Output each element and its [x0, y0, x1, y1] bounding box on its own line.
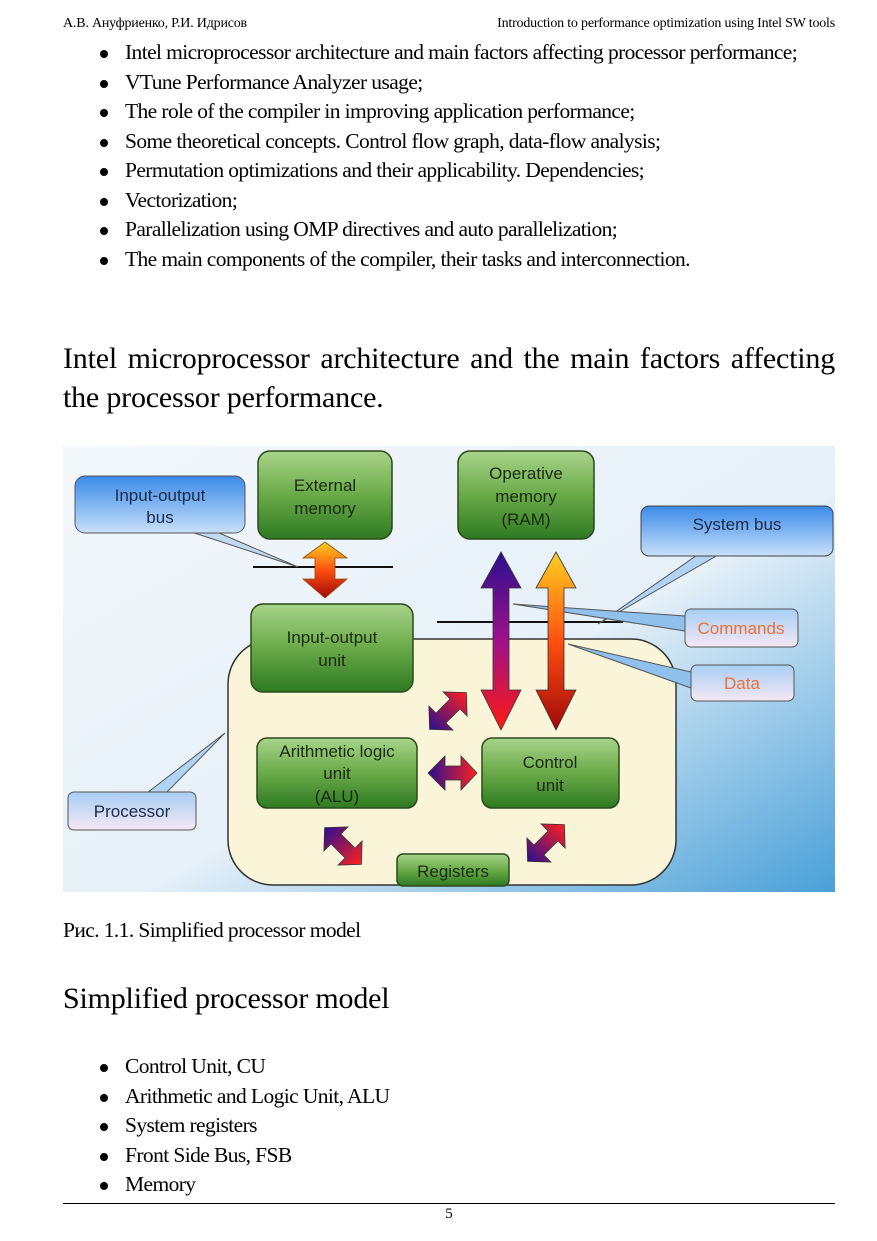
page-number: 5: [445, 1206, 453, 1222]
list-item: The main components of the compiler, the…: [63, 245, 835, 275]
ram-commands-arrow-icon: [480, 551, 522, 731]
header-authors: А.В. Ануфриенко, Р.И. Идрисов: [63, 16, 247, 31]
io-bus-label-1: Input-output: [115, 486, 206, 505]
alu-label-1: Arithmetic logic: [279, 742, 395, 761]
list-item: Front Side Bus, FSB: [63, 1141, 835, 1171]
registers-label: Registers: [417, 862, 489, 881]
topics-list: Intel microprocessor architecture and ma…: [63, 38, 835, 274]
alu-label-2: unit: [323, 764, 351, 783]
list-item: Memory: [63, 1170, 835, 1200]
ram-data-arrow-icon: [535, 551, 577, 731]
registers-box: Registers: [396, 853, 510, 887]
list-item: Vectorization;: [63, 186, 835, 216]
ram-label-3: (RAM): [501, 510, 550, 529]
list-item: System registers: [63, 1111, 835, 1141]
processor-label: Processor: [94, 802, 171, 821]
commands-label: Commands: [698, 619, 785, 638]
system-bus-callout: System bus: [597, 505, 834, 625]
footer-divider: [63, 1203, 835, 1204]
external-memory-label-1: External: [294, 476, 356, 495]
section-heading: Intel microprocessor architecture and th…: [63, 342, 835, 414]
list-item: Permutation optimizations and their appl…: [63, 156, 835, 186]
alu-label-3: (ALU): [315, 787, 359, 806]
list-item: Intel microprocessor architecture and ma…: [63, 38, 835, 68]
ram-label-1: Operative: [489, 464, 563, 483]
io-bus-callout: Input-output bus: [74, 475, 299, 568]
external-memory-box: External memory: [257, 450, 393, 540]
list-item: Arithmetic and Logic Unit, ALU: [63, 1082, 835, 1112]
external-memory-label-2: memory: [294, 499, 356, 518]
subheading: Simplified processor model: [63, 982, 390, 1015]
components-list: Control Unit, CU Arithmetic and Logic Un…: [63, 1052, 835, 1200]
list-item: Control Unit, CU: [63, 1052, 835, 1082]
ram-label-2: memory: [495, 487, 557, 506]
io-unit-box: Input-output unit: [250, 603, 414, 693]
data-callout: Data: [567, 643, 795, 702]
io-unit-exchange-arrow-icon: [428, 691, 468, 731]
alu-box: Arithmetic logic unit (ALU): [256, 737, 418, 809]
control-unit-label-1: Control: [523, 753, 578, 772]
io-unit-label-2: unit: [318, 651, 346, 670]
header-title: Introduction to performance optimization…: [497, 16, 835, 31]
control-unit-box: Control unit: [481, 737, 620, 809]
list-item: Parallelization using OMP directives and…: [63, 215, 835, 245]
control-unit-label-2: unit: [536, 776, 564, 795]
list-item: VTune Performance Analyzer usage;: [63, 68, 835, 98]
processor-callout: Processor: [67, 732, 226, 831]
system-bus-label: System bus: [693, 515, 782, 534]
list-item: The role of the compiler in improving ap…: [63, 97, 835, 127]
list-item: Some theoretical concepts. Control flow …: [63, 127, 835, 157]
io-bus-label-2: bus: [146, 508, 173, 527]
io-unit-label-1: Input-output: [287, 628, 378, 647]
data-label: Data: [724, 674, 760, 693]
processor-model-figure: Input-output bus System bus Commands Dat…: [63, 446, 835, 892]
control-registers-arrow-icon: [526, 823, 566, 863]
page-header: А.В. Ануфриенко, Р.И. Идрисов Introducti…: [63, 16, 835, 32]
io-memory-arrow-icon: [301, 541, 349, 599]
ram-box: Operative memory (RAM): [457, 450, 595, 540]
alu-registers-arrow-icon: [323, 826, 363, 866]
figure-caption: Рис. 1.1. Simplified processor model: [63, 918, 361, 942]
alu-control-arrow-icon: [427, 754, 478, 792]
